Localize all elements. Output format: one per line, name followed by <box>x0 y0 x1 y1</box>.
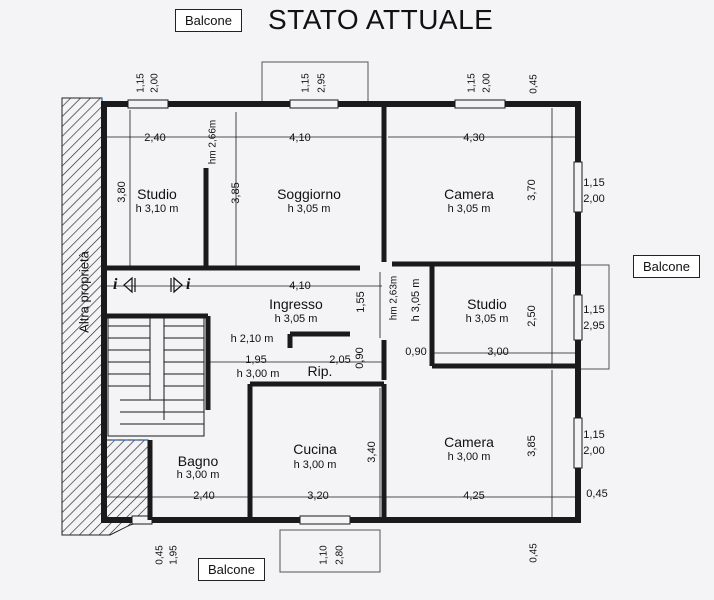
dim-cucina-depth: 3,40 <box>366 441 378 463</box>
room-height-ingresso: h 3,05 m <box>274 313 318 325</box>
stair-arrow-icon: i <box>168 272 204 298</box>
room-name-cucina: Cucina <box>293 441 337 457</box>
balcony-callout-right: Balcone <box>633 255 700 278</box>
dim-studio-e-depth: 2,50 <box>526 305 538 327</box>
window-top2-height: 2,95 <box>316 73 328 93</box>
room-name-ripostiglio: Rip. <box>307 363 333 379</box>
dim-camera-se-width: 4,25 <box>463 490 485 502</box>
room-name-ingresso: Ingresso <box>269 296 323 312</box>
room-height-cucina: h 3,00 m <box>293 459 337 471</box>
dim-hm-266: hm 2,66m <box>207 119 219 165</box>
dimension-lines <box>106 108 576 518</box>
balcony-callout-top: Balcone <box>175 9 242 32</box>
room-name-camera-se: Camera <box>444 434 494 450</box>
room-name-bagno: Bagno <box>177 453 219 469</box>
dim-studio-nw-width: 2,40 <box>144 132 166 144</box>
neighbor-property-label: Altra proprietà <box>76 251 92 333</box>
page-title: STATO ATTUALE <box>268 4 494 35</box>
dim-rip-depth: 0,90 <box>354 347 366 369</box>
room-height-bagno: h 3,00 m <box>176 469 220 481</box>
window-b1-width: 0,45 <box>154 545 166 565</box>
dim-wall-045-top: 0,45 <box>528 74 540 94</box>
dim-soggiorno-depth: 3,85 <box>230 182 242 204</box>
dim-ingresso-depth: 1,55 <box>355 291 367 313</box>
dim-studio-nw-depth: 3,80 <box>116 181 128 203</box>
window-top1-width: 1,15 <box>135 73 147 93</box>
svg-text:i: i <box>186 276 191 293</box>
dim-h305-corridor: h 3,05 m <box>410 278 422 322</box>
staircase <box>107 315 205 437</box>
dim-bagno-width: 2,40 <box>193 490 215 502</box>
window-b1-height: 1,95 <box>168 545 180 565</box>
room-height-studio-e: h 3,05 m <box>465 313 509 325</box>
window-top1-height: 2,00 <box>149 73 161 93</box>
info-icon: i <box>112 272 148 298</box>
svg-text:i: i <box>113 276 118 293</box>
balcony-bottom <box>279 529 381 573</box>
balcony-top <box>261 61 369 103</box>
room-name-studio-nw: Studio <box>137 186 177 202</box>
window-r1-height: 2,00 <box>583 193 605 205</box>
dim-ingresso-width: 4,10 <box>289 280 311 292</box>
window-b2-width: 1,10 <box>318 545 330 565</box>
dim-cucina-width: 3,20 <box>307 490 329 502</box>
room-height-camera-se: h 3,00 m <box>447 451 491 463</box>
room-name-soggiorno: Soggiorno <box>277 186 341 202</box>
room-height-soggiorno: h 3,05 m <box>287 203 331 215</box>
room-name-camera-ne: Camera <box>444 186 494 202</box>
window-top3-height: 2,00 <box>481 73 493 93</box>
dim-hall-h300: h 3,00 m <box>236 368 280 380</box>
dim-wall-045-bottom: 0,45 <box>528 543 540 563</box>
dim-camera-ne-depth: 3,70 <box>526 179 538 201</box>
dim-wall-045-right: 0,45 <box>586 488 608 500</box>
dim-hall-195: 1,95 <box>245 354 267 366</box>
window-r2-width: 1,15 <box>583 304 605 316</box>
dim-h210: h 2,10 m <box>230 333 274 345</box>
dim-soggiorno-width: 4,10 <box>289 132 311 144</box>
window-top3-width: 1,15 <box>466 73 478 93</box>
dim-hm-263: hm 2,63m <box>388 275 400 321</box>
window-gaps <box>128 100 582 524</box>
dim-camera-ne-width: 4,30 <box>463 132 485 144</box>
window-r1-width: 1,15 <box>583 177 605 189</box>
dim-corridor-width: 0,90 <box>405 346 427 358</box>
outer-walls <box>101 101 581 523</box>
window-b2-height: 2,80 <box>334 545 346 565</box>
window-top2-width: 1,15 <box>300 73 312 93</box>
dim-camera-se-depth: 3,85 <box>526 435 538 457</box>
window-r3-height: 2,00 <box>583 445 605 457</box>
dim-rip-width: 2,05 <box>329 354 351 366</box>
room-height-studio-nw: h 3,10 m <box>135 203 179 215</box>
internal-walls <box>104 104 578 520</box>
dim-studio-e-width: 3,00 <box>487 346 509 358</box>
room-height-camera-ne: h 3,05 m <box>447 203 491 215</box>
window-r3-width: 1,15 <box>583 429 605 441</box>
balcony-callout-bottom: Balcone <box>198 558 265 581</box>
room-name-studio-e: Studio <box>467 296 507 312</box>
window-r2-height: 2,95 <box>583 320 605 332</box>
